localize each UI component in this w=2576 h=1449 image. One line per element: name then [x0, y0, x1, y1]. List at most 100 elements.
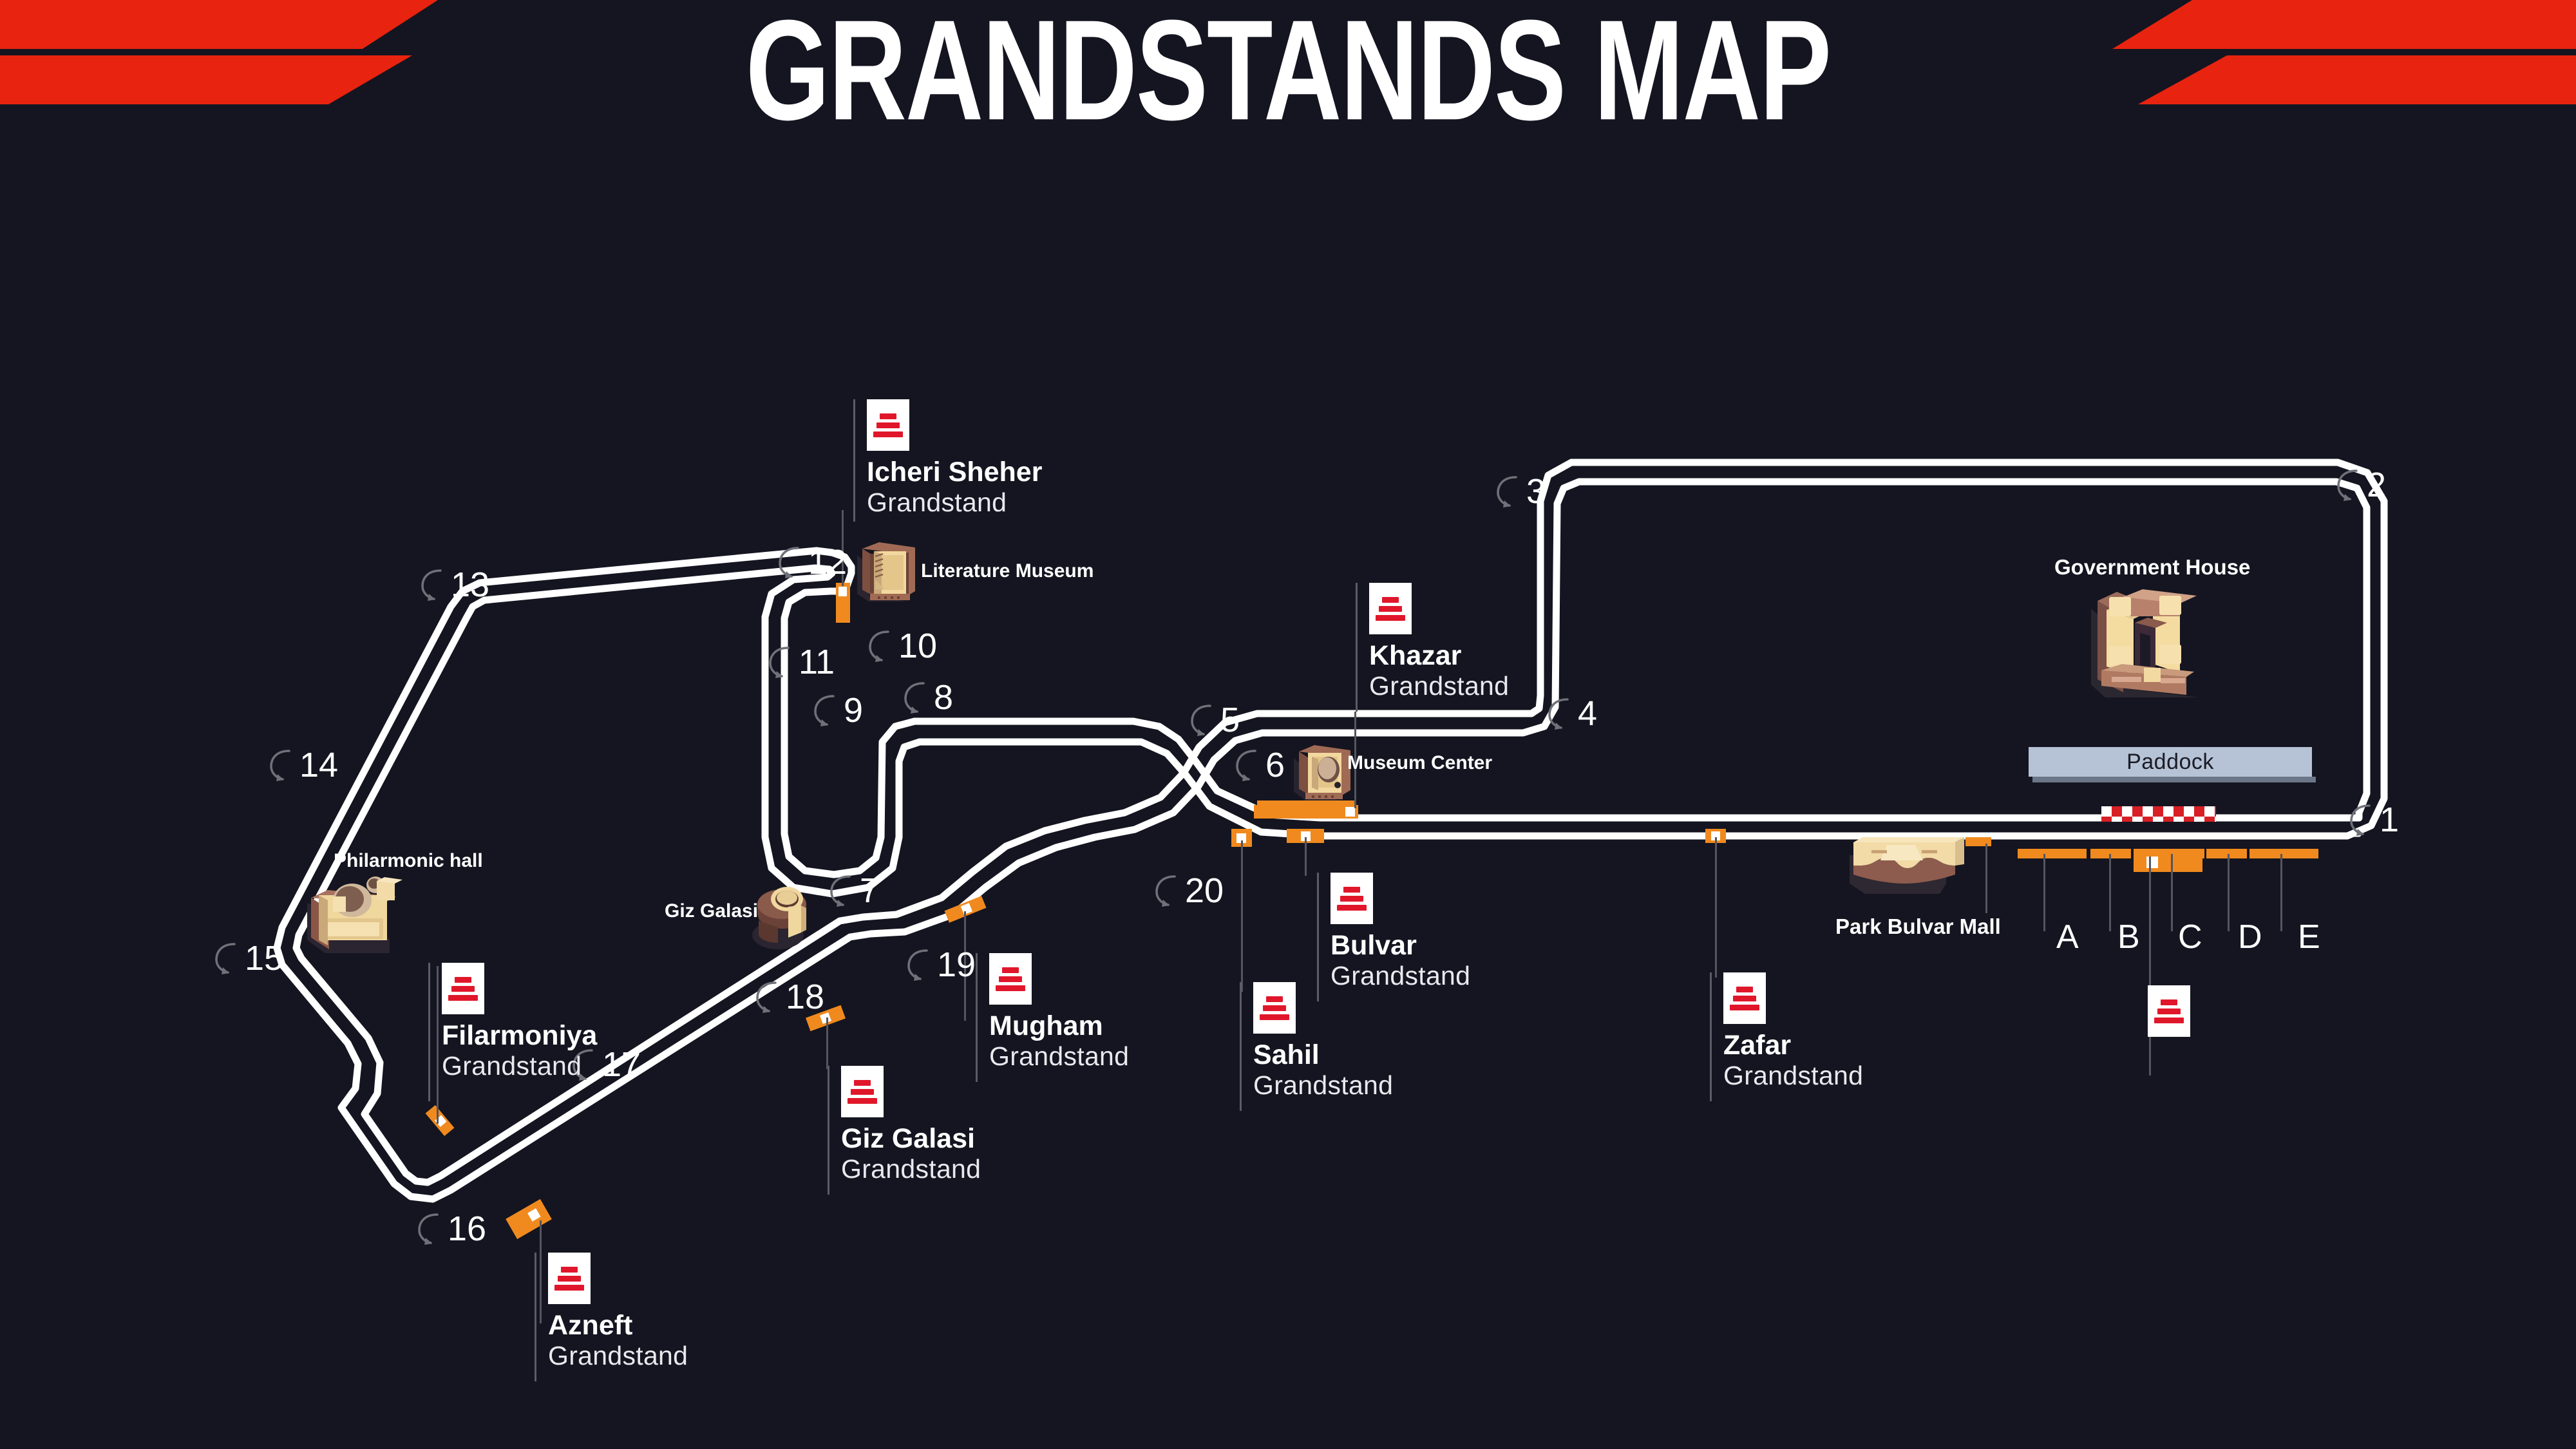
stand-block-parkbulvar[interactable]	[1965, 837, 1991, 846]
grandstand-tiers-icon	[548, 1253, 591, 1304]
stand-block-filarmoniya[interactable]	[425, 1104, 455, 1137]
sector-letter-E[interactable]: E	[2298, 918, 2320, 956]
corner-marker-14[interactable]: 14	[267, 747, 338, 783]
grandstand-leader-rule	[535, 1253, 536, 1381]
corner-arrow-icon	[419, 567, 448, 603]
grandstand-tiers-icon	[1369, 583, 1412, 634]
grandstand-tiers-icon	[2148, 985, 2190, 1037]
sector-letter-D[interactable]: D	[2238, 918, 2262, 956]
corner-marker-5[interactable]: 5	[1188, 702, 1240, 738]
grandstand-subtitle: Grandstand	[1723, 1061, 1864, 1091]
page-title: GRANDSTANDS MAP	[745, 0, 1832, 150]
corner-arrow-icon	[1188, 702, 1218, 738]
grandstand-leader-rule	[853, 399, 855, 522]
leader-line-E	[2280, 854, 2282, 931]
stand-block-icheri[interactable]	[836, 583, 850, 623]
corner-arrow-icon	[776, 544, 806, 580]
grandstand-subtitle: Grandstand	[1369, 671, 1510, 701]
corner-number: 14	[299, 746, 339, 784]
corner-number: 2	[2367, 466, 2387, 504]
corner-marker-19[interactable]: 19	[905, 947, 976, 983]
paddock-label: Paddock	[2126, 749, 2214, 774]
sector-letter-C[interactable]: C	[2178, 918, 2202, 956]
stand-block-A[interactable]	[2018, 849, 2087, 858]
corner-number: 4	[1578, 694, 1598, 733]
corner-number: 19	[937, 945, 976, 984]
corner-marker-9[interactable]: 9	[811, 692, 863, 728]
grandstand-subtitle: Grandstand	[841, 1154, 981, 1184]
corner-number: 5	[1220, 701, 1240, 739]
stripes-left-decoration	[0, 0, 444, 109]
corner-marker-15[interactable]: 15	[213, 940, 283, 976]
corner-marker-2[interactable]: 2	[2334, 467, 2386, 503]
stand-block-B[interactable]	[2090, 849, 2131, 858]
park-bulvar-mall-illustration	[1850, 837, 1964, 894]
grandstand-tiers-icon	[1331, 873, 1373, 924]
corner-marker-8[interactable]: 8	[902, 679, 953, 715]
leader-line-C2	[2171, 854, 2173, 931]
corner-marker-20[interactable]: 20	[1153, 873, 1224, 909]
corner-number: 11	[799, 643, 835, 681]
corner-marker-11[interactable]: 11	[766, 644, 835, 680]
grandstand-leader-rule	[428, 963, 430, 1101]
stand-block-bulvar[interactable]	[1287, 829, 1324, 843]
corner-number: 16	[448, 1209, 487, 1248]
grandstand-tiers-icon	[867, 399, 909, 451]
corner-marker-17[interactable]: 17	[570, 1046, 641, 1083]
stand-block-C-main[interactable]	[2134, 854, 2202, 872]
stand-block-azneft[interactable]	[506, 1198, 552, 1240]
grandstand-name: Icheri Sheher	[867, 457, 1043, 488]
corner-marker-1[interactable]: 1	[2347, 802, 2399, 838]
giz-galasi-tower-illustration	[752, 887, 806, 949]
stand-block-E[interactable]	[2249, 849, 2318, 858]
corner-marker-13[interactable]: 13	[419, 567, 489, 603]
corner-marker-3[interactable]: 3	[1494, 473, 1546, 509]
corner-marker-7[interactable]: 7	[828, 873, 879, 909]
literature-museum-label: Literature Museum	[921, 560, 1094, 582]
corner-number: 8	[934, 678, 954, 717]
leader-line-gizgalasi	[826, 1018, 828, 1069]
grandstand-name: Zafar	[1723, 1030, 1792, 1061]
leader-line-zafar	[1715, 837, 1717, 978]
corner-number: 6	[1265, 746, 1285, 784]
grandstand-leader-rule	[1356, 583, 1358, 712]
grandstand-subtitle: Grandstand	[548, 1341, 688, 1371]
paddock-bar[interactable]: Paddock	[2029, 747, 2316, 782]
leader-line-mugham	[964, 911, 966, 1021]
corner-marker-10[interactable]: 10	[866, 628, 937, 664]
leader-line-B	[2109, 854, 2111, 931]
grandstand-leader-rule	[1710, 972, 1712, 1101]
leader-line-sahil	[1241, 840, 1243, 992]
corner-marker-12[interactable]: 12	[776, 544, 847, 580]
leader-line-parkbulvar	[1985, 844, 1987, 913]
corner-number: 17	[602, 1045, 641, 1084]
corner-number: 10	[898, 627, 938, 665]
corner-marker-18[interactable]: 18	[753, 979, 824, 1015]
sector-letter-B[interactable]: B	[2117, 918, 2140, 956]
grandstand-tiers-icon	[1723, 972, 1766, 1024]
park-bulvar-mall-label: Park Bulvar Mall	[1835, 914, 2001, 938]
sector-letter-A[interactable]: A	[2056, 918, 2079, 956]
stand-block-zafar[interactable]	[1705, 829, 1726, 843]
corner-arrow-icon	[1233, 747, 1263, 783]
corner-marker-4[interactable]: 4	[1546, 696, 1597, 732]
corner-number: 13	[451, 565, 490, 604]
corner-arrow-icon	[415, 1211, 445, 1247]
corner-marker-6[interactable]: 6	[1233, 747, 1285, 783]
corner-arrow-icon	[2334, 467, 2364, 503]
grandstand-name: Bulvar	[1331, 930, 1417, 961]
grandstand-subtitle: Grandstand	[867, 488, 1007, 518]
stand-block-museum-2[interactable]	[1254, 805, 1358, 819]
corner-marker-16[interactable]: 16	[415, 1211, 486, 1247]
stand-block-D[interactable]	[2206, 849, 2247, 858]
